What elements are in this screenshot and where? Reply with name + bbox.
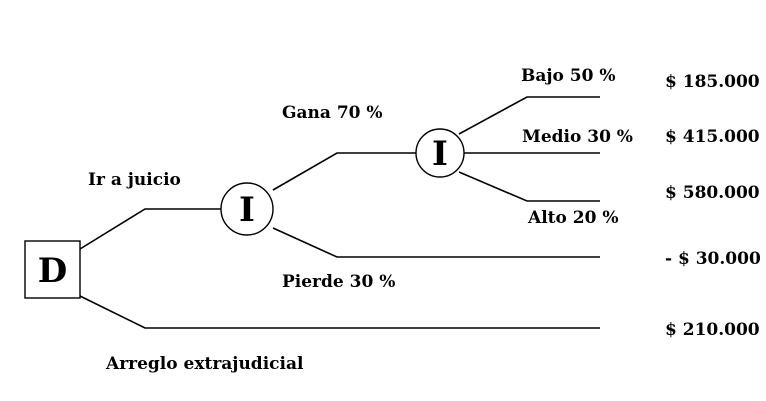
branch-label-go-to-trial: Ir a juicio xyxy=(88,170,181,190)
branch-label-low: Bajo 50 % xyxy=(521,66,616,86)
payoff-high: $ 580.000 xyxy=(665,183,760,203)
chance-node-trial: I xyxy=(220,182,274,236)
payoff-settle: $ 210.000 xyxy=(665,320,760,340)
edge-settle xyxy=(79,295,600,329)
decision-node: D xyxy=(24,240,81,299)
tree-edges xyxy=(79,96,600,329)
branch-label-settle: Arreglo extrajudicial xyxy=(105,354,304,374)
branch-label-high: Alto 20 % xyxy=(527,208,619,228)
branch-label-lose: Pierde 30 % xyxy=(282,272,395,292)
chance-node-amount-label: I xyxy=(432,134,448,174)
edge-high xyxy=(458,171,600,202)
payoff-lose: - $ 30.000 xyxy=(665,249,761,269)
payoff-medium: $ 415.000 xyxy=(665,127,760,147)
payoff-low: $ 185.000 xyxy=(665,72,760,92)
branch-label-medium: Medio 30 % xyxy=(522,127,633,147)
edge-go-to-trial xyxy=(79,208,222,250)
branch-label-win: Gana 70 % xyxy=(282,103,383,123)
edge-win xyxy=(272,152,416,191)
decision-node-label: D xyxy=(38,251,67,291)
chance-node-trial-label: I xyxy=(239,190,255,230)
edge-lose xyxy=(272,227,600,258)
edge-low xyxy=(458,96,600,135)
chance-node-amount: I xyxy=(415,128,465,178)
